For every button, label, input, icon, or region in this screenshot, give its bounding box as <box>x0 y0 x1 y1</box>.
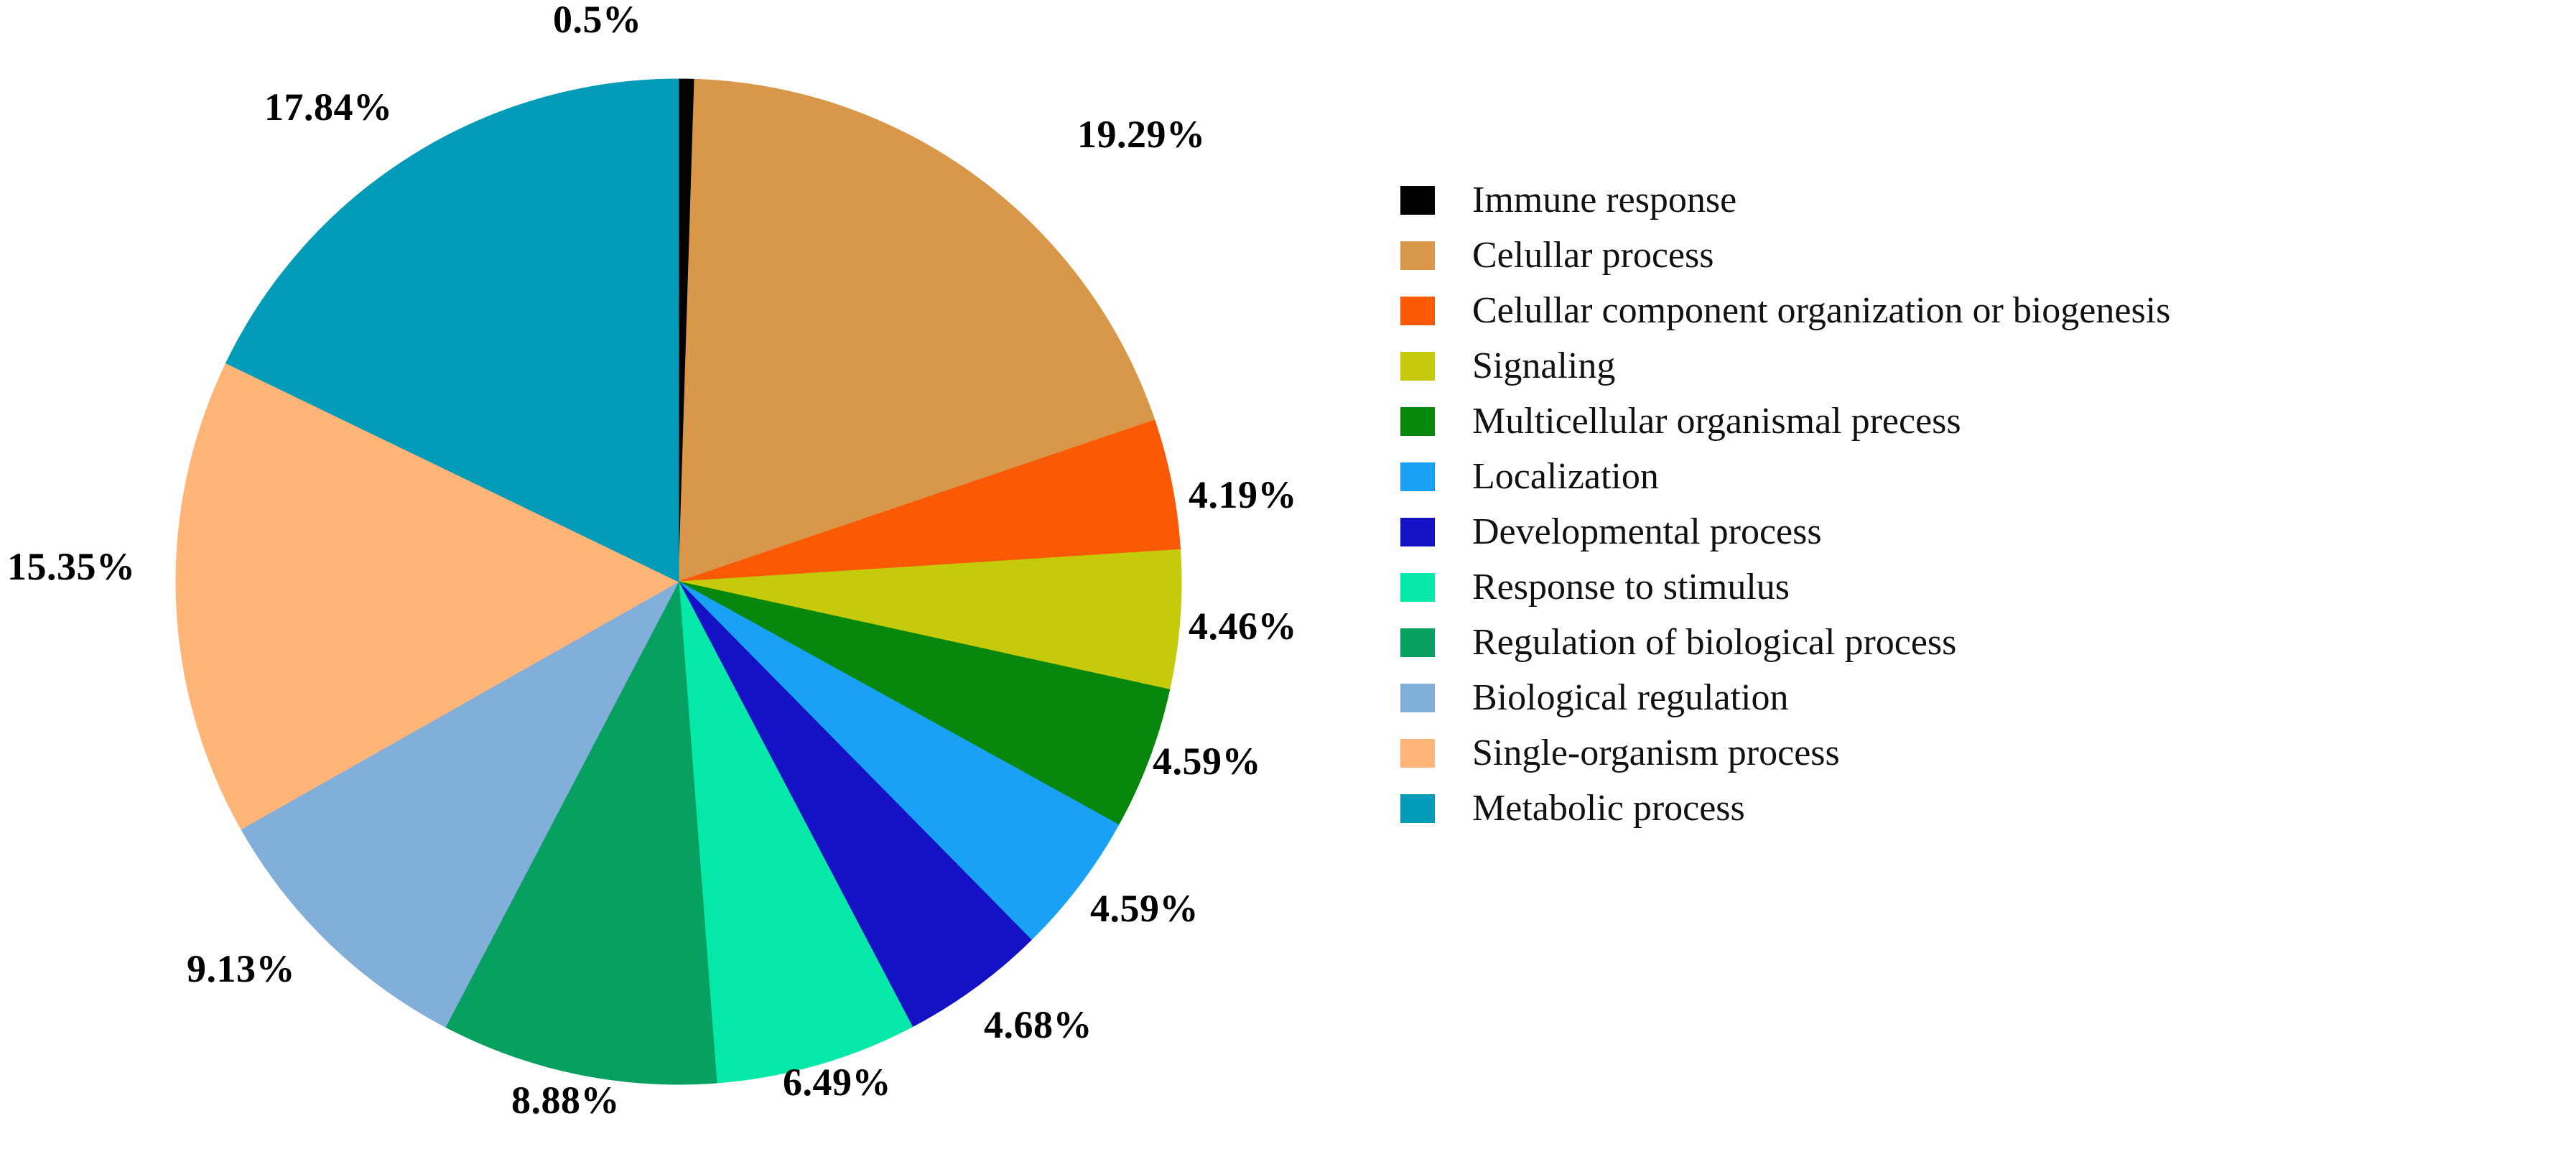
legend-color-swatch-icon <box>1400 628 1435 657</box>
pie-slice[interactable] <box>678 549 1182 690</box>
pie-percentage-label: 4.19% <box>1189 473 1297 516</box>
pie-slice[interactable] <box>678 581 1171 826</box>
pie-percentage-label: 4.46% <box>1189 605 1297 648</box>
pie-slice[interactable] <box>678 78 1156 582</box>
pie-slice[interactable] <box>678 419 1181 582</box>
pie-slice[interactable] <box>225 78 679 582</box>
pie-percentage-label: 0.5% <box>553 0 642 41</box>
legend-color-swatch-icon <box>1400 351 1435 381</box>
legend-color-swatch-icon <box>1400 241 1435 270</box>
legend-item[interactable]: Biological regulation <box>1400 670 2549 725</box>
pie-slice[interactable] <box>678 581 1120 941</box>
legend-item-label: Celullar process <box>1472 234 1714 276</box>
legend-item-label: Regulation of biological process <box>1472 621 1957 663</box>
legend-item[interactable]: Immune response <box>1400 172 2549 228</box>
legend-color-swatch-icon <box>1400 406 1435 436</box>
legend-item-label: Signaling <box>1472 345 1616 386</box>
legend-item-label: Localization <box>1472 455 1659 497</box>
legend-color-swatch-icon <box>1400 462 1435 491</box>
legend-item[interactable]: Developmental process <box>1400 504 2549 559</box>
legend-item-label: Single-organism process <box>1472 732 1840 773</box>
pie-percentage-label: 9.13% <box>187 947 295 990</box>
pie-slice[interactable] <box>678 581 913 1084</box>
legend-item[interactable]: Celullar component organization or bioge… <box>1400 283 2549 338</box>
pie-slice-group <box>175 78 1182 1085</box>
pie-slice[interactable] <box>678 581 1032 1028</box>
legend-item-label: Immune response <box>1472 179 1737 220</box>
pie-chart-plot-area: 0.5% 19.29% 4.19% 4.46% 4.59% 4.59% 4.68% 6.49%… <box>7 0 1297 1122</box>
legend-color-swatch-icon <box>1400 517 1435 546</box>
legend-item-label: Response to stimulus <box>1472 566 1790 608</box>
legend-color-swatch-icon <box>1400 572 1435 602</box>
legend-item[interactable]: Regulation of biological process <box>1400 615 2549 670</box>
pie-svg <box>175 78 1182 1085</box>
legend-item[interactable]: Signaling <box>1400 338 2549 394</box>
legend-item[interactable]: Metabolic process <box>1400 781 2549 836</box>
legend-item[interactable]: Celullar process <box>1400 228 2549 283</box>
pie-percentage-label: 4.68% <box>984 1003 1092 1046</box>
pie-percentage-label: 6.49% <box>783 1061 891 1104</box>
legend-color-swatch-icon <box>1400 683 1435 712</box>
legend-color-swatch-icon <box>1400 738 1435 768</box>
legend-item-label: Multicellular organismal precess <box>1472 400 1961 442</box>
legend-item[interactable]: Localization <box>1400 449 2549 504</box>
legend-item-label: Developmental process <box>1472 511 1822 552</box>
pie-percentage-label: 4.59% <box>1153 740 1261 783</box>
legend-item[interactable]: Multicellular organismal precess <box>1400 394 2549 449</box>
legend-item[interactable]: Response to stimulus <box>1400 559 2549 615</box>
legend-color-swatch-icon <box>1400 794 1435 823</box>
legend-color-swatch-icon <box>1400 185 1435 215</box>
pie-percentage-label: 17.84% <box>264 85 393 129</box>
pie-percentage-label: 19.29% <box>1077 113 1206 156</box>
pie-percentage-label: 8.88% <box>511 1079 620 1122</box>
legend-color-swatch-icon <box>1400 296 1435 325</box>
pie-slice[interactable] <box>241 580 680 1028</box>
pie-slice[interactable] <box>445 580 717 1085</box>
legend-item-label: Celullar component organization or bioge… <box>1472 289 2171 331</box>
pie-percentage-label: 4.59% <box>1090 887 1199 930</box>
pie-percentage-label: 15.35% <box>7 545 136 588</box>
pie-slice[interactable] <box>175 363 680 830</box>
legend-item-label: Biological regulation <box>1472 676 1789 718</box>
legend-item[interactable]: Single-organism process <box>1400 725 2549 781</box>
legend-item-label: Metabolic process <box>1472 787 1745 829</box>
